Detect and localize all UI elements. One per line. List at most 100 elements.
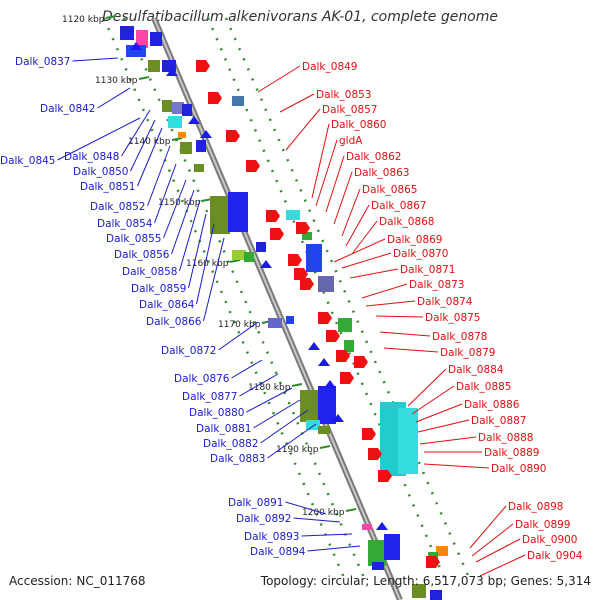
- gene-feature-box: [268, 318, 282, 328]
- right-leader-line: [407, 368, 447, 407]
- gene-feature-arrow: [324, 380, 336, 388]
- right-leader-line: [469, 505, 507, 549]
- genes-label: Genes:: [510, 574, 553, 588]
- right-leader-line: [279, 93, 315, 113]
- backbone-highlight: [153, 17, 401, 600]
- gene-feature-box: [196, 140, 206, 152]
- right-leader-line: [417, 419, 470, 433]
- gene-feature-box: [436, 546, 448, 556]
- gene-feature-box: [168, 116, 182, 128]
- left-leader-line: [171, 189, 195, 255]
- genes-value: 5,314: [556, 574, 591, 588]
- right-gene-label: Dalk_0898: [508, 501, 564, 513]
- right-gene-label: Dalk_0869: [387, 234, 443, 246]
- right-leader-line: [379, 331, 431, 337]
- left-gene-label: Dalk_0837: [15, 56, 71, 68]
- right-leader-line: [375, 315, 424, 318]
- kbp-tick-label: 1130 kbp: [95, 76, 138, 86]
- gene-feature-arrow: [270, 228, 284, 240]
- left-gene-label: Dalk_0850: [73, 166, 129, 178]
- right-gene-label: Dalk_0863: [354, 167, 410, 179]
- accession-footer: Accession:NC_011768: [9, 574, 146, 588]
- kbp-tick-label: 1170 kbp: [218, 320, 261, 330]
- right-gene-label: Dalk_0868: [379, 216, 435, 228]
- left-gene-label: Dalk_0855: [106, 233, 162, 245]
- left-leader-line: [154, 163, 177, 224]
- gene-feature-arrow: [318, 312, 332, 324]
- right-leader-line: [415, 403, 463, 423]
- kbp-tick-label: 1180 kbp: [248, 383, 291, 393]
- gene-feature-box: [430, 590, 442, 600]
- gene-feature-box: [318, 386, 336, 424]
- right-gene-label: Dalk_0889: [484, 447, 540, 459]
- axis-layer: [102, 15, 472, 600]
- gene-feature-arrow: [266, 210, 280, 222]
- kbp-tick-mark: [319, 445, 331, 449]
- length-label: Length:: [373, 574, 419, 588]
- left-gene-label: Dalk_0845: [0, 155, 56, 167]
- gene-feature-arrow: [308, 342, 320, 350]
- gene-feature-arrow: [166, 68, 178, 76]
- gene-feature-arrow: [296, 222, 310, 234]
- gene-feature-arrow: [340, 372, 354, 384]
- left-gene-label: Dalk_0894: [250, 546, 306, 558]
- map-title: Desulfatibacillum alkenivorans AK-01, co…: [101, 9, 499, 25]
- left-leader-line: [203, 237, 225, 322]
- kbp-tick-mark: [171, 137, 183, 141]
- right-leader-line: [315, 139, 338, 207]
- gene-feature-arrow: [336, 350, 350, 362]
- right-gene-label: Dalk_0890: [491, 463, 547, 475]
- kbp-tick-mark: [229, 259, 241, 263]
- gene-feature-box: [306, 244, 322, 272]
- left-gene-label: Dalk_0852: [90, 201, 146, 213]
- gene-feature-box: [344, 340, 354, 352]
- right-leader-line: [325, 155, 345, 213]
- right-gene-label: Dalk_0867: [371, 200, 427, 212]
- left-leader-line: [239, 373, 279, 397]
- right-gene-label: Dalk_0874: [417, 296, 473, 308]
- right-leader-line: [351, 220, 378, 255]
- gene-feature-box: [232, 96, 244, 106]
- gene-feature-box: [412, 584, 426, 598]
- right-leader-line: [471, 523, 514, 557]
- left-leader-line: [163, 179, 187, 239]
- gene-feature-arrow: [130, 42, 142, 50]
- gene-feature-box: [172, 102, 184, 114]
- topology-value: circular: [320, 574, 366, 588]
- right-gene-label: Dalk_0884: [448, 364, 504, 376]
- right-gene-label: Dalk_0887: [471, 415, 527, 427]
- right-gene-label: Dalk_0886: [464, 399, 520, 411]
- left-leader-line: [218, 321, 259, 351]
- left-leader-line: [301, 533, 353, 537]
- right-leader-line: [411, 385, 455, 415]
- gene-feature-box: [306, 420, 320, 430]
- genome-stats-footer: Topology:circular; Length:6,517,073 bp; …: [260, 574, 591, 588]
- left-gene-label: Dalk_0851: [80, 181, 136, 193]
- gene-feature-arrow: [246, 160, 260, 172]
- kbp-tick-mark: [138, 76, 150, 80]
- left-gene-label: Dalk_0854: [97, 218, 153, 230]
- gene-feature-box: [362, 524, 372, 530]
- right-leader-line: [333, 238, 386, 263]
- right-leader-line: [383, 347, 439, 353]
- left-leader-line: [137, 127, 163, 187]
- gene-feature-box: [300, 390, 320, 422]
- gene-feature-arrow: [376, 522, 388, 530]
- left-gene-label: Dalk_0842: [40, 103, 96, 115]
- right-leader-line: [479, 554, 526, 577]
- gene-feature-arrow: [208, 92, 222, 104]
- left-gene-label: Dalk_0872: [161, 345, 217, 357]
- gene-feature-arrow: [294, 268, 308, 280]
- right-gene-label: gldA: [339, 135, 363, 147]
- left-gene-label: Dalk_0848: [64, 151, 120, 163]
- gene-feature-box: [286, 210, 300, 220]
- left-gene-label: Dalk_0856: [114, 249, 170, 261]
- right-leader-line: [311, 123, 330, 199]
- gene-feature-box: [398, 408, 418, 474]
- left-leader-line: [253, 399, 301, 429]
- right-gene-label: Dalk_0888: [478, 432, 534, 444]
- gene-feature-arrow: [188, 116, 200, 124]
- gene-feature-box: [256, 242, 266, 252]
- right-leader-line: [361, 283, 408, 299]
